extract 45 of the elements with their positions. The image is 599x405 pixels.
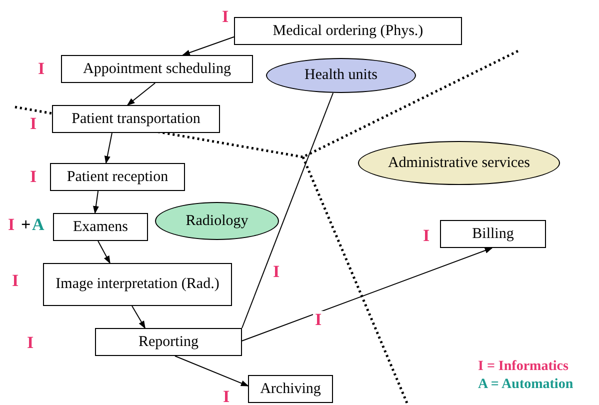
marker-letter: I (223, 388, 230, 405)
marker-letter: I (222, 8, 229, 25)
arrow (182, 36, 234, 56)
marker-letter: I (30, 168, 37, 185)
arrow (132, 306, 146, 329)
marker-letter: I (38, 60, 45, 77)
process-box (234, 17, 462, 45)
arrow (242, 248, 493, 342)
node-label: Health units (304, 67, 378, 84)
node-label: Reporting (138, 334, 200, 350)
edge-label: I (313, 311, 324, 328)
arrow (126, 82, 156, 106)
process-box (61, 55, 253, 83)
node-label: Image interpretation (Rad.) (54, 276, 220, 293)
area-ellipse (155, 202, 279, 240)
marker-letter: I (12, 272, 19, 289)
node-label: Patient reception (66, 168, 170, 186)
node-label: Patient transportation (70, 110, 202, 128)
process-box (52, 105, 220, 133)
process-box (95, 328, 242, 356)
node-label: Appointment scheduling (82, 60, 232, 78)
legend-entry: A = Automation (478, 378, 574, 392)
node-label: Administrative services (386, 154, 532, 172)
legend-entry: I = Informatics (478, 360, 570, 374)
process-box (53, 213, 148, 241)
marker-letter: I (30, 115, 37, 132)
process-box (440, 220, 546, 248)
marker-letter: I (423, 227, 430, 244)
node-label: Radiology (184, 212, 250, 230)
process-box (50, 163, 185, 191)
process-box (43, 263, 232, 306)
marker-letter: A (32, 216, 44, 233)
marker-letter: I (27, 334, 34, 351)
edge-label: I (271, 263, 282, 280)
node-label: Medical ordering (Phys.) (272, 22, 424, 40)
arrow (104, 132, 112, 164)
node-label: Examens (72, 218, 129, 236)
marker-letter: + (21, 216, 31, 233)
process-box (248, 375, 333, 403)
node-label: Archiving (259, 380, 322, 398)
arrow (92, 190, 99, 214)
marker-letter: I (8, 216, 15, 233)
arrow (98, 240, 110, 264)
node-label: Billing (471, 226, 515, 242)
arrow (174, 356, 249, 386)
